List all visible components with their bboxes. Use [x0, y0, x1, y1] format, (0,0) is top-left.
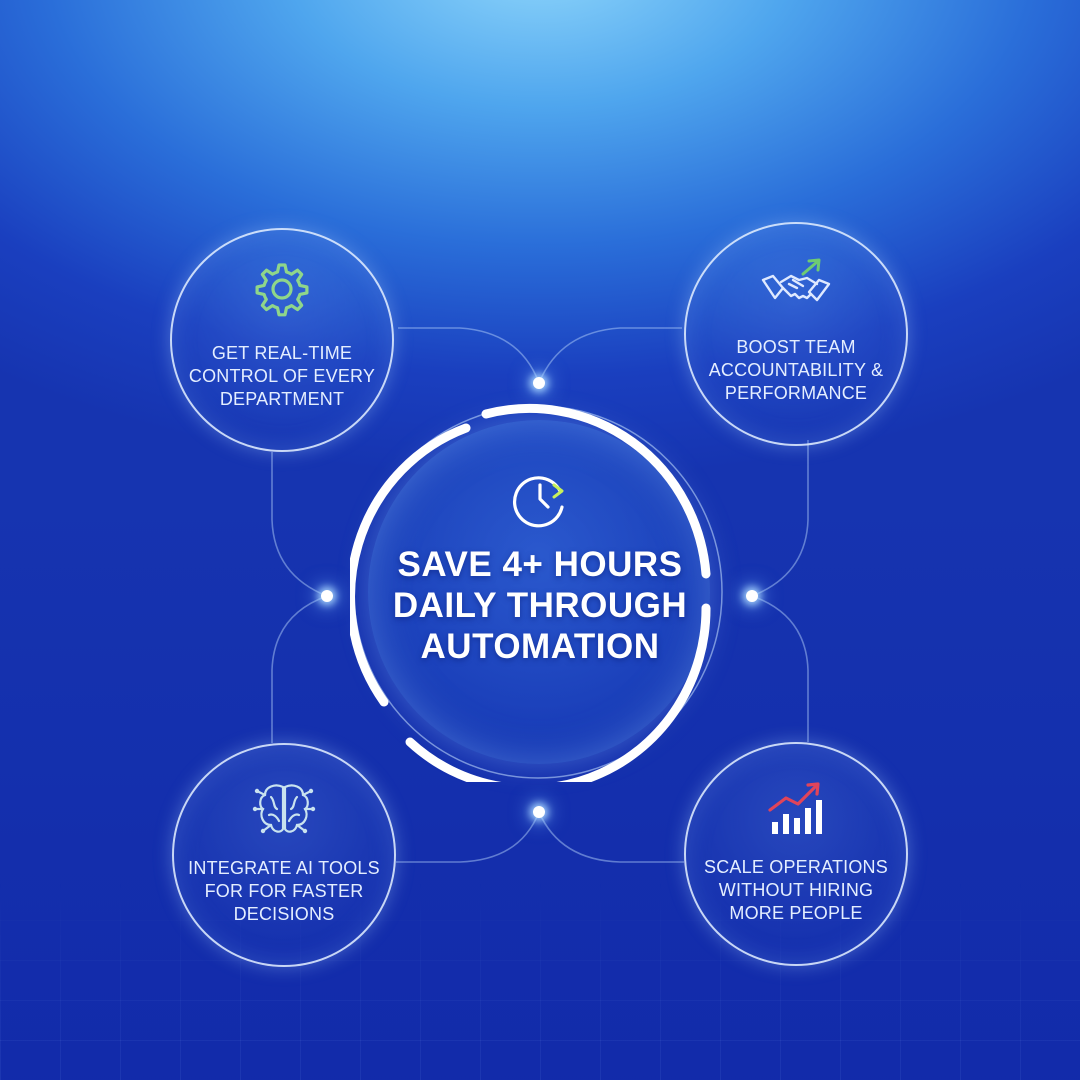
junction-dot-top	[533, 377, 545, 389]
gear-icon	[172, 260, 392, 318]
center-progress-ring	[350, 403, 723, 782]
junction-dot-bottom	[533, 806, 545, 818]
grid-floor	[0, 880, 1080, 1080]
junction-dot-left	[321, 590, 333, 602]
benefit-label: GET REAL-TIME CONTROL OF EVERY DEPARTMEN…	[188, 343, 376, 409]
clock-refresh-icon	[510, 469, 570, 534]
junction-dot-right	[746, 590, 758, 602]
ai-brain-icon	[174, 781, 394, 837]
handshake-growth-icon	[686, 258, 906, 308]
center-title: SAVE 4+ HOURS DAILY THROUGH AUTOMATION	[392, 545, 688, 666]
benefit-node-scale-operations: SCALE OPERATIONS WITHOUT HIRING MORE PEO…	[684, 742, 908, 966]
benefit-label: SCALE OPERATIONS WITHOUT HIRING MORE PEO…	[704, 857, 888, 923]
benefit-node-ai-tools: INTEGRATE AI TOOLS FOR FOR FASTER DECISI…	[172, 743, 396, 967]
benefit-label: INTEGRATE AI TOOLS FOR FOR FASTER DECISI…	[188, 858, 380, 924]
growth-chart-icon	[686, 780, 906, 838]
benefit-node-team-accountability: BOOST TEAM ACCOUNTABILITY & PERFORMANCE	[684, 222, 908, 446]
benefit-label: BOOST TEAM ACCOUNTABILITY & PERFORMANCE	[708, 337, 884, 403]
benefit-node-realtime-control: GET REAL-TIME CONTROL OF EVERY DEPARTMEN…	[170, 228, 394, 452]
